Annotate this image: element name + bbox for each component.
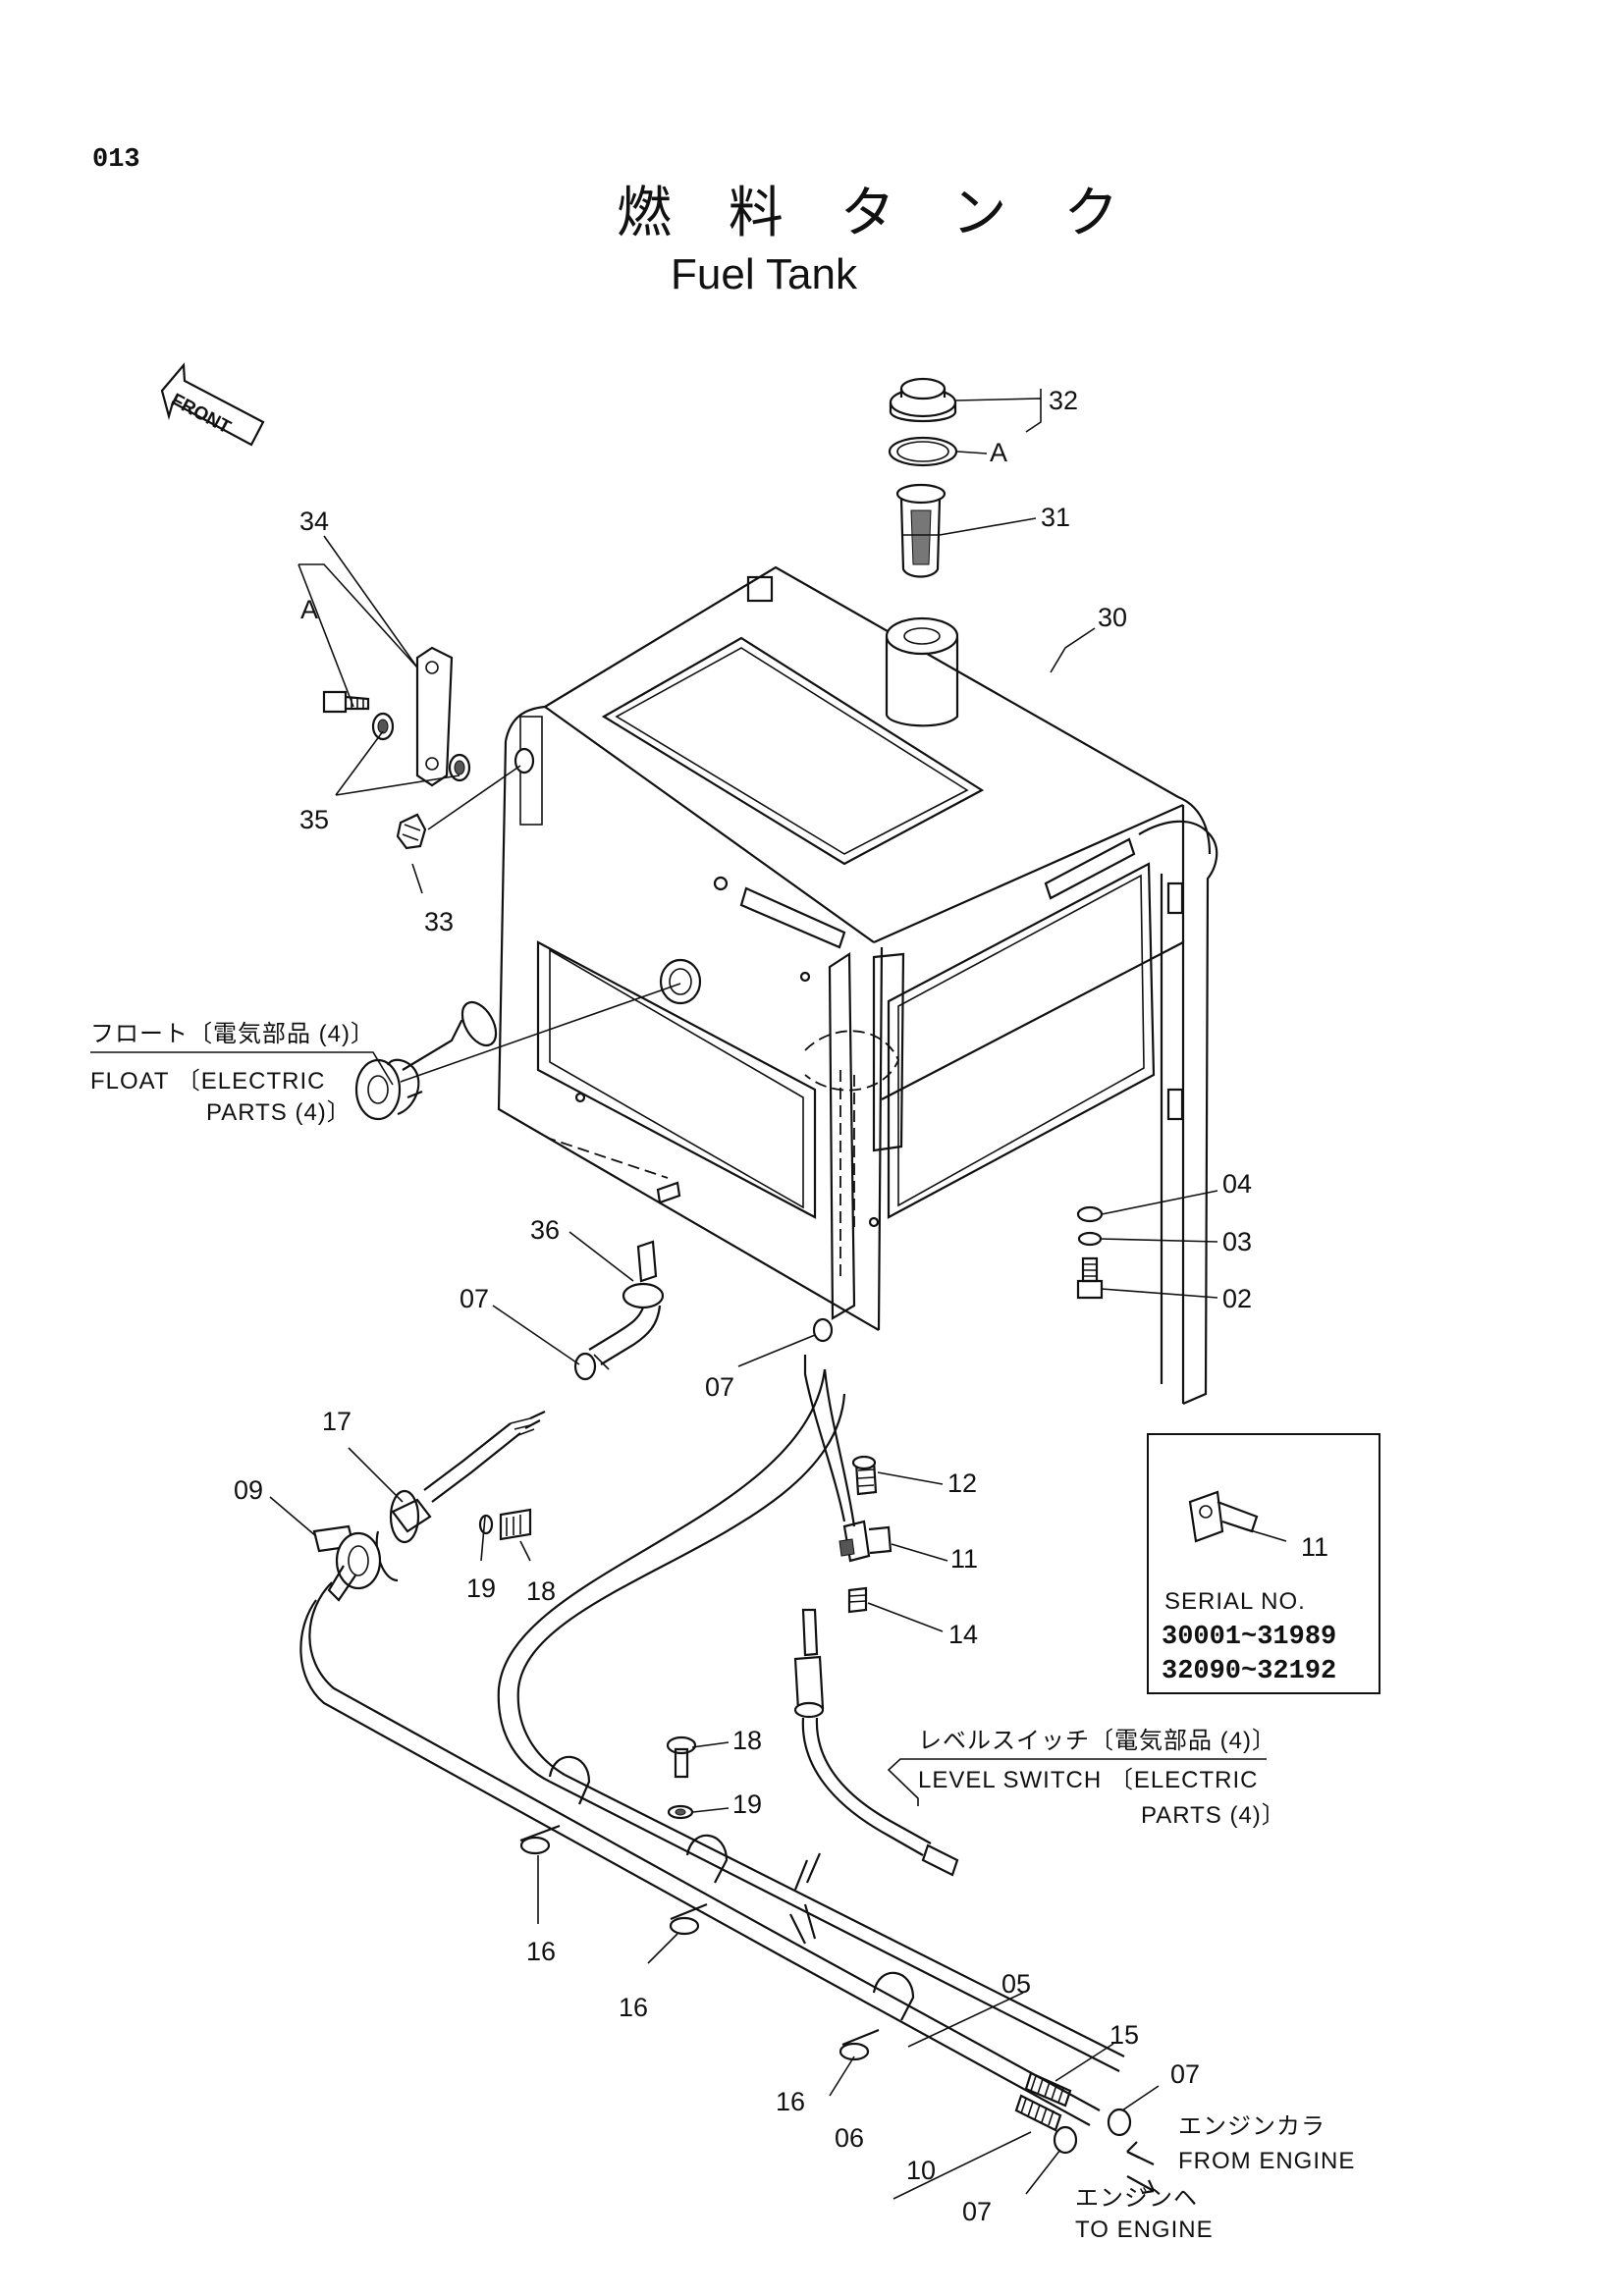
cap-seal-ring-part bbox=[888, 436, 958, 467]
from-engine-japanese: エンジンカラ bbox=[1178, 2113, 1325, 2140]
float-unit-part bbox=[354, 1000, 498, 1121]
title-japanese: 燃 料 タ ン ク bbox=[617, 182, 1139, 245]
part-label-10: 10 bbox=[906, 2156, 937, 2185]
part-label-34: 34 bbox=[299, 507, 330, 536]
serial-range-2: 32090~32192 bbox=[1162, 1657, 1337, 1686]
hose-clamp-07-part bbox=[812, 1317, 1132, 2155]
part-label-18-b: 18 bbox=[732, 1726, 763, 1755]
clamp-bolt-center-part bbox=[666, 1735, 697, 1820]
drain-plug-part bbox=[396, 813, 427, 850]
front-arrow-icon bbox=[160, 362, 265, 447]
part-label-12: 12 bbox=[947, 1468, 978, 1498]
part-label-14: 14 bbox=[948, 1620, 979, 1649]
return-elbow-part bbox=[573, 1240, 665, 1381]
drain-cock-11-part bbox=[839, 1520, 893, 1563]
level-switch-part bbox=[793, 1608, 959, 1877]
part-label-17: 17 bbox=[322, 1407, 352, 1436]
from-engine-english: FROM ENGINE bbox=[1178, 2148, 1356, 2174]
level-switch-note-japanese: レベルスイッチ〔電気部品 (4)〕 bbox=[918, 1728, 1276, 1754]
to-engine-arrow-icon bbox=[1126, 2175, 1156, 2195]
part-label-04: 04 bbox=[1222, 1169, 1253, 1199]
part-label-11-box: 11 bbox=[1301, 1532, 1329, 1562]
part-label-11-a: 11 bbox=[950, 1544, 979, 1574]
pipe-clamp-16-part bbox=[519, 1755, 915, 2061]
part-label-07-mid: 07 bbox=[705, 1372, 735, 1402]
fuel-cap-part bbox=[889, 377, 957, 423]
clamp-bolt-18-part bbox=[478, 1508, 532, 1541]
part-label-18-a: 18 bbox=[526, 1576, 557, 1606]
part-label-02: 02 bbox=[1222, 1284, 1253, 1313]
float-note-english-1: FLOAT 〔ELECTRIC bbox=[90, 1068, 326, 1095]
serial-number-box bbox=[1147, 1433, 1380, 1694]
part-label-06: 06 bbox=[835, 2123, 865, 2153]
part-label-05: 05 bbox=[1001, 1969, 1032, 1999]
return-hose-part bbox=[423, 1411, 546, 1503]
part-label-a-bracket: A bbox=[300, 595, 319, 624]
to-engine-english: TO ENGINE bbox=[1075, 2216, 1214, 2243]
level-switch-note-english-1: LEVEL SWITCH 〔ELECTRIC bbox=[918, 1767, 1259, 1793]
part-label-19-b: 19 bbox=[732, 1789, 763, 1819]
to-engine-japanese: エンジンヘ bbox=[1075, 2185, 1198, 2212]
part-label-15: 15 bbox=[1109, 2020, 1140, 2050]
bracket-washer-part bbox=[514, 747, 535, 774]
part-label-a-cap: A bbox=[990, 438, 1008, 467]
part-label-19-a: 19 bbox=[466, 1574, 497, 1603]
fitting-12-part bbox=[851, 1455, 878, 1496]
float-note-japanese: フロート〔電気部品 (4)〕 bbox=[90, 1021, 375, 1047]
part-label-09: 09 bbox=[234, 1475, 264, 1505]
part-label-07-bottom: 07 bbox=[962, 2197, 993, 2226]
part-label-03: 03 bbox=[1222, 1227, 1253, 1256]
part-label-30: 30 bbox=[1098, 603, 1128, 632]
leader-lines bbox=[90, 389, 1287, 2200]
mounting-bracket-part bbox=[415, 646, 454, 787]
part-label-16-c: 16 bbox=[776, 2087, 806, 2116]
from-engine-arrow-icon bbox=[1126, 2141, 1155, 2165]
fuel-strainer-part bbox=[895, 483, 947, 578]
serial-range-1: 30001~31989 bbox=[1162, 1623, 1337, 1652]
part-label-32: 32 bbox=[1049, 386, 1079, 415]
part-label-16-a: 16 bbox=[526, 1937, 557, 1966]
fuel-pipe-05-06-part bbox=[299, 1355, 1125, 2126]
title-english: Fuel Tank bbox=[671, 250, 857, 298]
mount-bolt-part bbox=[1076, 1205, 1104, 1300]
part-label-31: 31 bbox=[1041, 503, 1071, 532]
plug-14-part bbox=[847, 1586, 868, 1614]
fuel-tank-body bbox=[497, 565, 1218, 1406]
washer-nut-part bbox=[371, 712, 471, 782]
part-label-07-right: 07 bbox=[1170, 2059, 1201, 2089]
level-switch-note-english-2: PARTS (4)〕 bbox=[1141, 1802, 1286, 1829]
part-label-16-b: 16 bbox=[619, 1993, 649, 2022]
serial-label: SERIAL NO. bbox=[1164, 1588, 1306, 1615]
hose-clamp-17-part bbox=[375, 1489, 432, 1582]
hose-ends-10-15-part bbox=[1014, 2071, 1072, 2132]
float-note-english-2: PARTS (4)〕 bbox=[206, 1099, 352, 1126]
bracket-bolt-part bbox=[322, 690, 370, 714]
part-label-33: 33 bbox=[424, 907, 455, 936]
part-label-36: 36 bbox=[530, 1215, 561, 1245]
part-label-07-hose: 07 bbox=[460, 1284, 490, 1313]
page-number: 013 bbox=[92, 145, 140, 175]
part-label-35: 35 bbox=[299, 805, 330, 834]
hose-joint-09-part bbox=[312, 1524, 382, 1602]
